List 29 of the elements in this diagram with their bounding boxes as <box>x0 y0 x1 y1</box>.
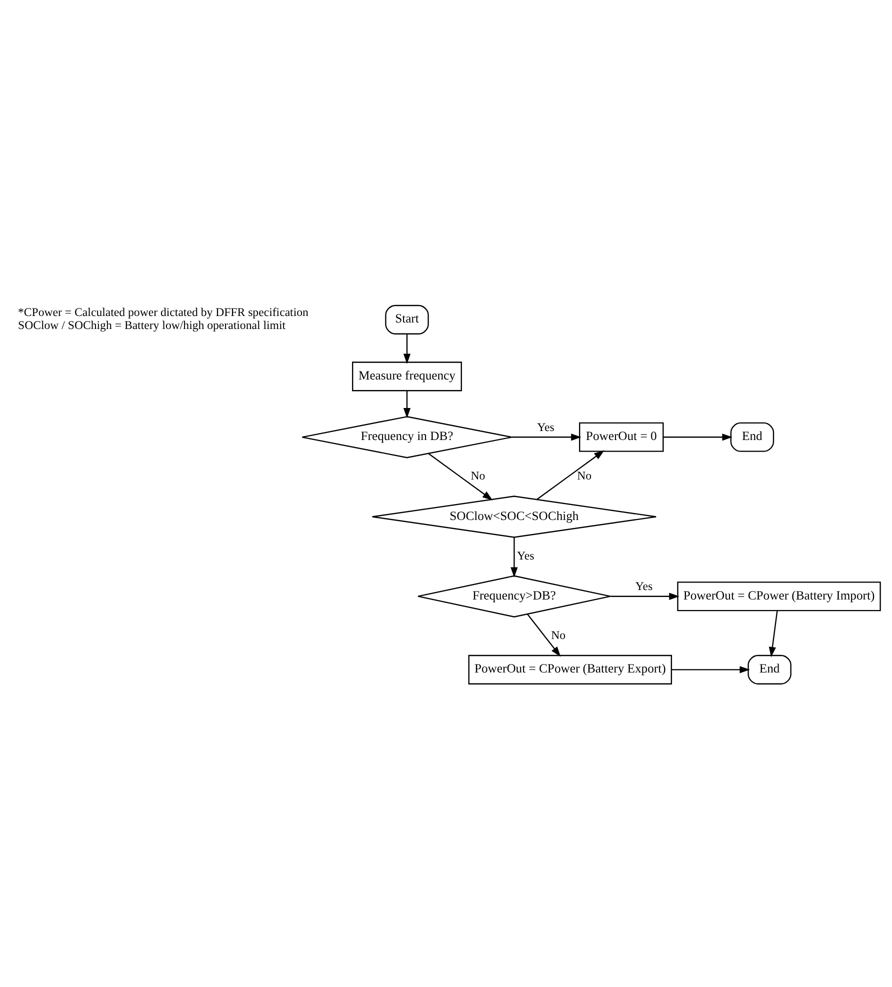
edge-label: No <box>470 468 486 483</box>
edge-label: Yes <box>537 420 554 434</box>
node-box: Measure frequency <box>352 362 462 392</box>
node-box: Start <box>385 304 429 334</box>
arrow <box>403 390 411 418</box>
node-box: End <box>730 422 774 452</box>
arrow <box>526 614 561 657</box>
label: SOClow / SOChigh = Battery low/high operational limit <box>18 318 286 332</box>
arrow <box>510 537 518 578</box>
arrow <box>610 592 680 600</box>
arrow <box>663 434 732 441</box>
edge-label: No <box>551 628 566 642</box>
node-diamond: SOClow<SOC<SOChigh <box>372 496 657 538</box>
arrow <box>512 434 582 441</box>
node-box: PowerOut = CPower (Battery Import) <box>677 582 881 612</box>
edge-label: Yes <box>517 548 534 562</box>
edge-label: Yes <box>635 579 653 594</box>
arrow <box>428 453 493 500</box>
node-box: PowerOut = 0 <box>579 422 664 452</box>
edge-label: No <box>577 468 592 483</box>
arrow <box>672 666 750 674</box>
arrow <box>536 450 604 500</box>
arrow <box>768 610 778 658</box>
node-box: PowerOut = CPower (Battery Export) <box>468 654 672 684</box>
arrow <box>403 334 411 364</box>
node-diamond: Frequency>DB? <box>417 575 611 618</box>
node-box: End <box>748 654 792 684</box>
node-diamond: Frequency in DB? <box>302 416 512 458</box>
label: *CPower = Calculated power dictated by DFFR specification <box>18 304 308 319</box>
